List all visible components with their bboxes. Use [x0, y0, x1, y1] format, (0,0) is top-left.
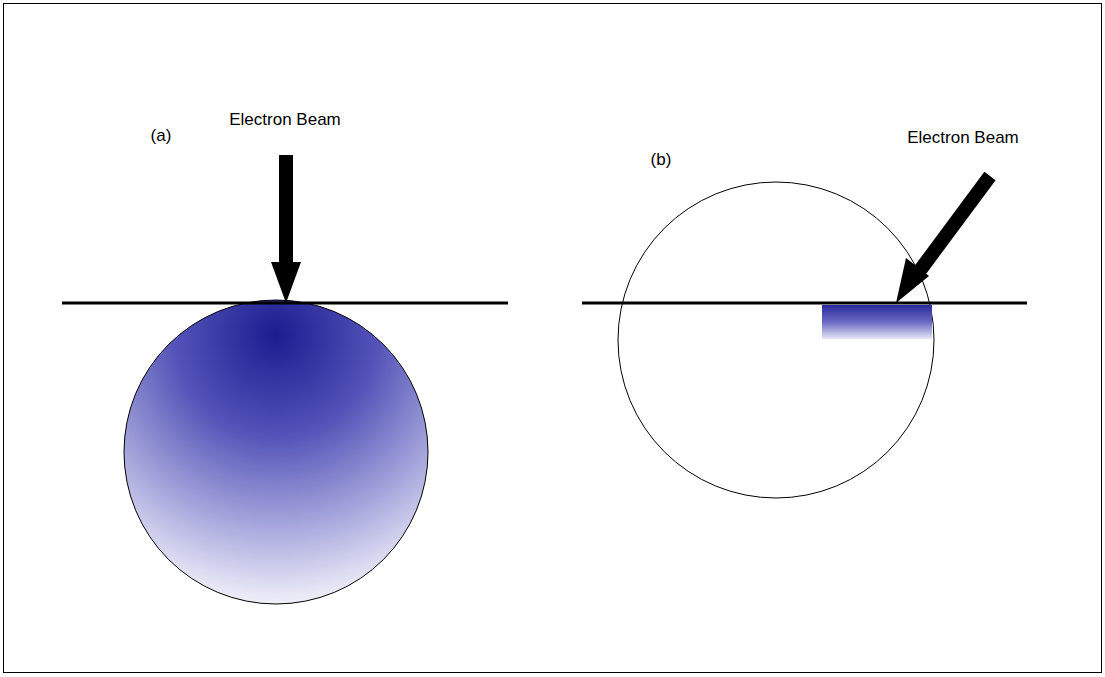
sample-surface: [62, 302, 508, 305]
interaction-volume: [618, 182, 934, 498]
beam-label: Electron Beam: [229, 110, 341, 130]
panel-letter: (b): [651, 150, 672, 170]
beam-arrow: [279, 155, 293, 263]
interaction-volume: [124, 300, 428, 604]
panel-letter: (a): [151, 126, 172, 146]
beam-arrowhead: [271, 262, 301, 303]
frame: [4, 4, 1102, 673]
beam-label: Electron Beam: [907, 128, 1019, 148]
beam-arrowhead: [896, 258, 929, 303]
sample-surface: [582, 302, 1027, 305]
shallow-volume: [822, 305, 932, 339]
beam-arrow: [918, 176, 990, 273]
